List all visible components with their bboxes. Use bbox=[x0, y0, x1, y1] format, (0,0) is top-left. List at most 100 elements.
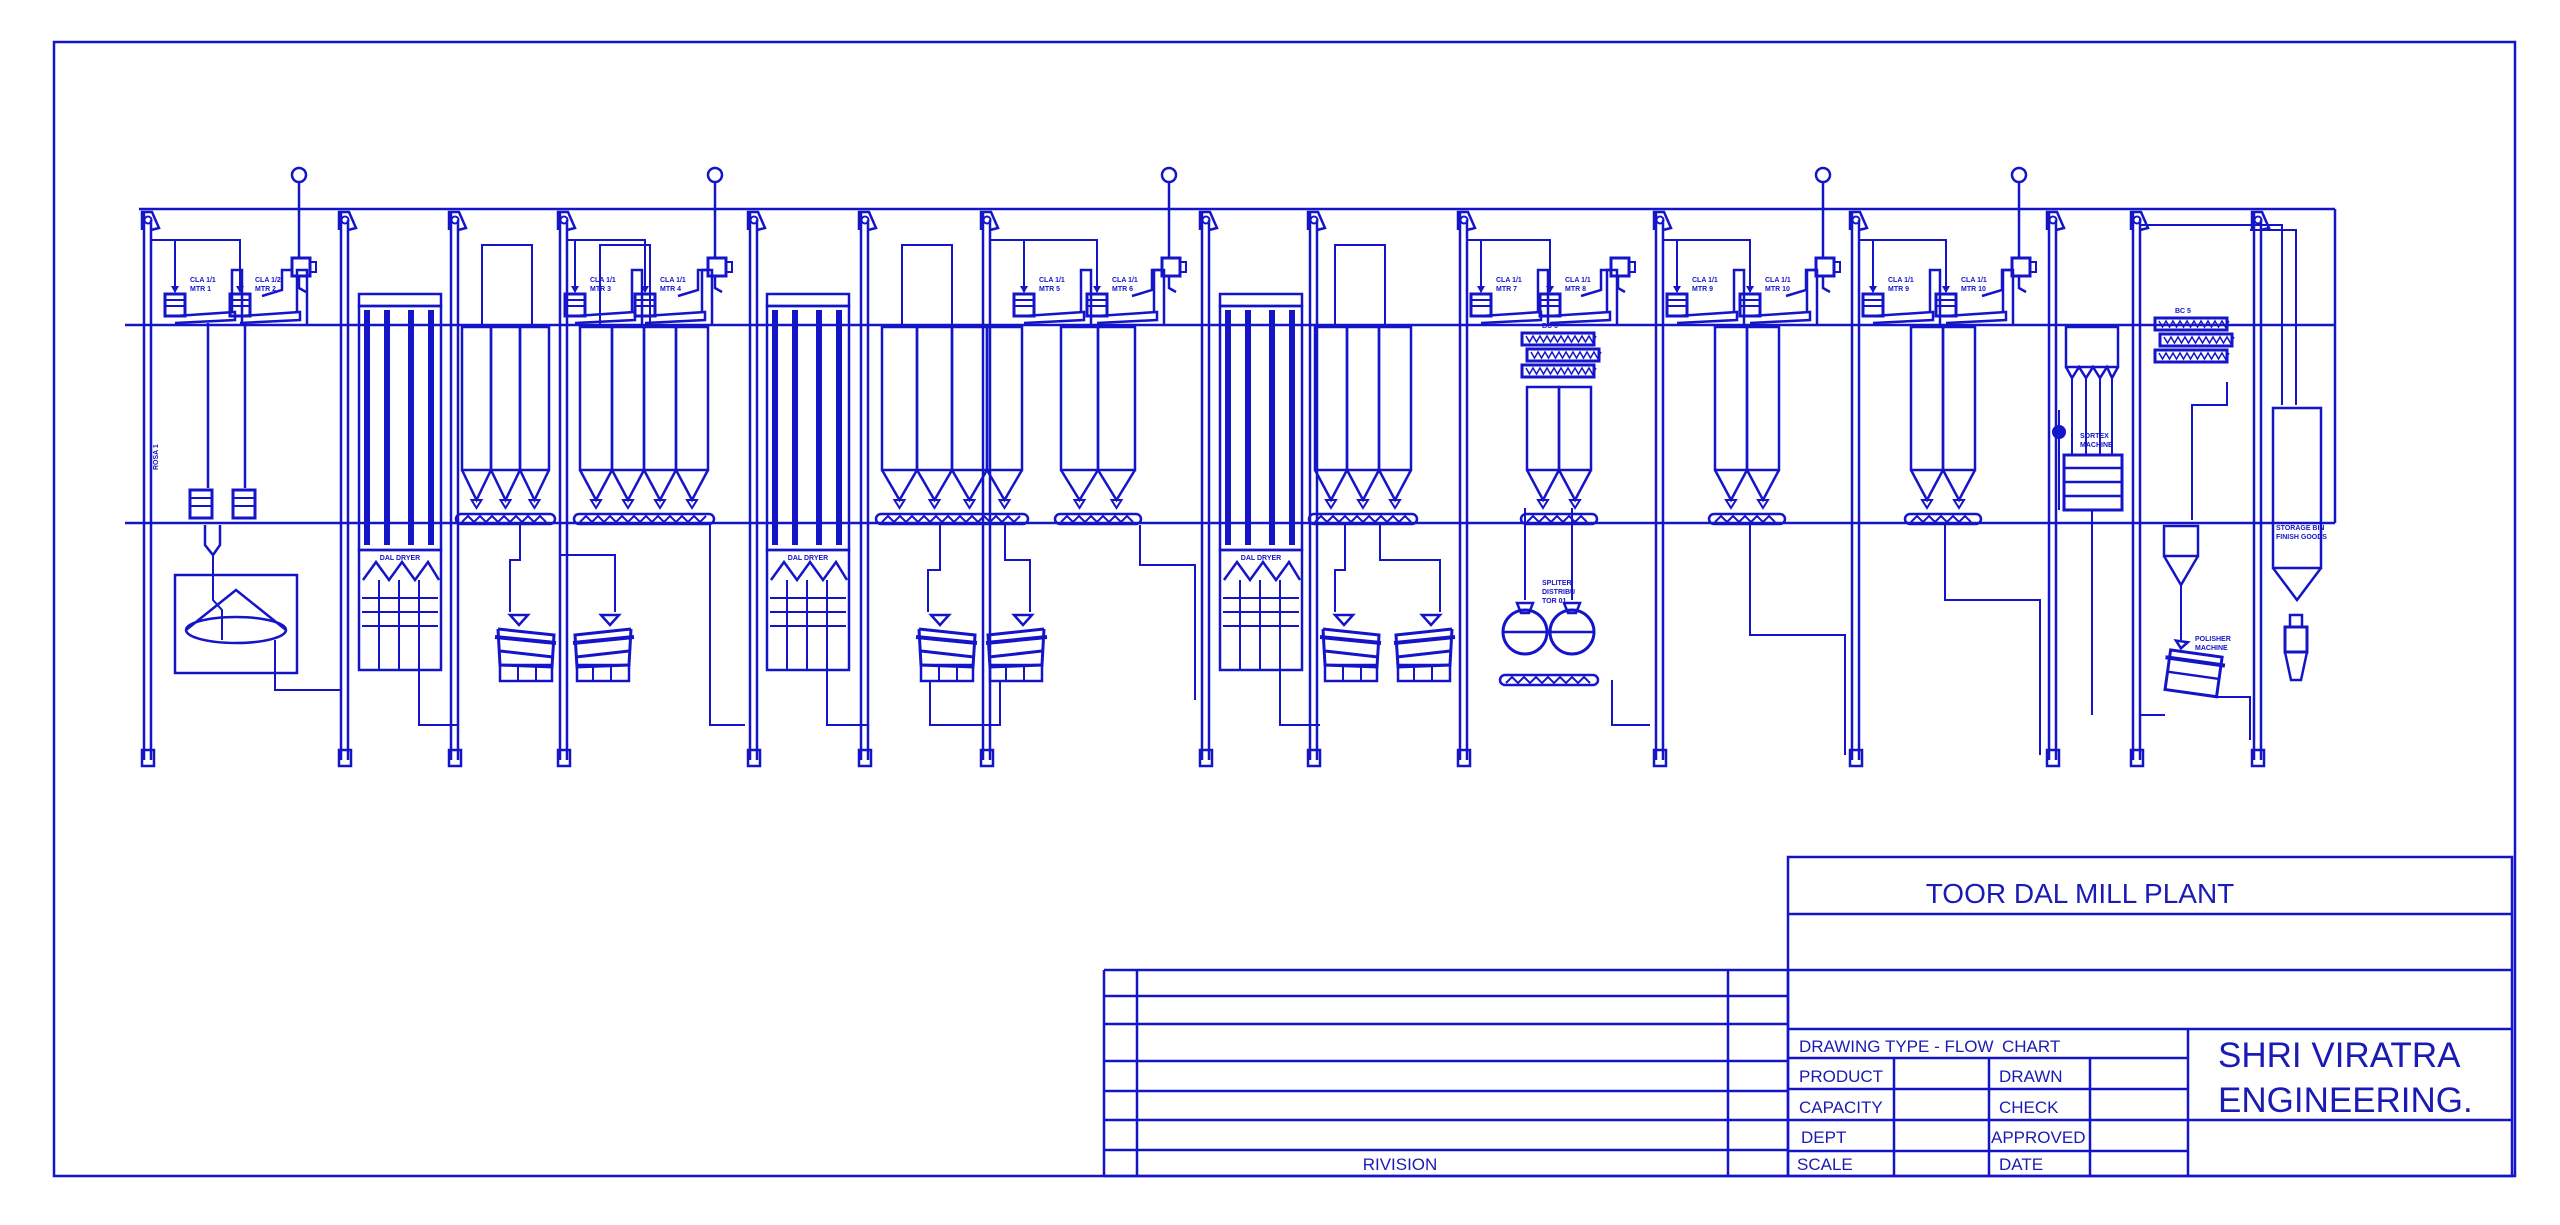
bucket-elevator bbox=[746, 210, 767, 768]
grader-body bbox=[494, 613, 557, 683]
polisher-deck bbox=[2167, 670, 2220, 681]
grader-frame bbox=[917, 627, 977, 669]
storage-bin bbox=[1313, 325, 1349, 472]
valve-icon bbox=[1568, 499, 1582, 510]
cleaner-label: CLA 1/2 bbox=[255, 277, 281, 284]
fan-body bbox=[2010, 256, 2032, 278]
bin-cone bbox=[674, 469, 710, 503]
grader-body bbox=[572, 613, 635, 683]
storage-bin bbox=[2271, 406, 2323, 570]
belt-conveyor-stack: BC 5 bbox=[2153, 308, 2235, 364]
sortex-hopper bbox=[2064, 325, 2120, 369]
polisher-machine bbox=[2163, 638, 2226, 699]
conveyor-flight bbox=[881, 514, 1021, 524]
storage-bin bbox=[1941, 325, 1977, 472]
storage-bin-group bbox=[874, 325, 1030, 526]
grader-body bbox=[915, 613, 978, 683]
pipe-line bbox=[481, 244, 533, 327]
cleaner-label: MTR 1 bbox=[190, 286, 211, 293]
grader-inlet bbox=[928, 613, 952, 627]
bucket-elevator bbox=[337, 210, 358, 768]
cleaner-outlet bbox=[1732, 268, 1746, 325]
conveyor-teeth bbox=[2163, 335, 2235, 345]
elevator-pulley bbox=[1459, 215, 1469, 225]
feed-line bbox=[567, 239, 646, 292]
valve-icon bbox=[962, 499, 977, 510]
grader-base bbox=[1323, 663, 1379, 683]
arrow-icon bbox=[1673, 286, 1681, 293]
cleaner-label: MTR 2 bbox=[255, 286, 276, 293]
fan-body bbox=[706, 256, 728, 278]
pipe-line bbox=[2215, 696, 2251, 740]
feed-line bbox=[151, 239, 241, 292]
arrow-icon bbox=[1869, 286, 1877, 293]
capacity-label: CAPACITY bbox=[1799, 1098, 1883, 1117]
cleaner-outlet bbox=[1928, 268, 1942, 325]
cleaner-outlet bbox=[1605, 268, 1619, 325]
feed-line bbox=[990, 239, 1098, 292]
conveyor-flight bbox=[1060, 514, 1134, 524]
elevator-pulley bbox=[982, 215, 992, 225]
valve-icon bbox=[469, 499, 484, 510]
cleaner-deck bbox=[1872, 310, 1935, 325]
title-block-frame bbox=[1786, 855, 2514, 1178]
feed-line bbox=[990, 239, 1025, 292]
elevator-head bbox=[2045, 210, 2066, 232]
hulling-section: ROSA 1 bbox=[153, 323, 341, 691]
arrow-icon bbox=[171, 286, 179, 293]
polisher-label: MACHINE bbox=[2195, 645, 2228, 652]
pipe-line bbox=[1004, 525, 1031, 612]
pipe-line bbox=[599, 244, 651, 327]
elevator-head bbox=[857, 210, 878, 232]
grader-inlet bbox=[1332, 613, 1356, 627]
duct bbox=[1821, 276, 1831, 294]
grader-machine bbox=[494, 613, 557, 683]
conveyor-casing bbox=[1903, 512, 1983, 526]
grader-deck bbox=[1393, 635, 1456, 645]
aspiration-fan bbox=[1981, 166, 2037, 298]
pipe-line bbox=[709, 525, 745, 726]
grader-base bbox=[575, 663, 631, 683]
cleaner-label: CLA 1/1 bbox=[1961, 277, 1987, 284]
cleaner-outlet bbox=[230, 268, 244, 325]
elevator-head bbox=[1306, 210, 1327, 232]
valve-icon bbox=[1324, 499, 1338, 510]
grader-inlet bbox=[507, 613, 531, 627]
storage-bin-group bbox=[1903, 325, 1983, 526]
duct bbox=[1167, 276, 1177, 294]
grader-deck bbox=[575, 649, 630, 659]
elevator-pulley bbox=[559, 215, 569, 225]
elevator-head bbox=[447, 210, 468, 232]
cleaner-deck bbox=[644, 310, 707, 325]
cleaner-outlet bbox=[295, 268, 309, 325]
grader-base bbox=[988, 663, 1044, 683]
storage-bin bbox=[880, 325, 919, 472]
grader-inlet bbox=[1011, 613, 1035, 627]
cleaner-deck bbox=[239, 310, 302, 325]
storage-bin bbox=[1059, 325, 1100, 472]
cleaner-label: MTR 9 bbox=[1692, 286, 1713, 293]
cleaner-outlet bbox=[1805, 268, 1819, 325]
cleaner-label: CLA 1/1 bbox=[1112, 277, 1138, 284]
pipe-line bbox=[1749, 525, 1846, 755]
grader-deck bbox=[988, 649, 1043, 659]
cleaner-deck bbox=[1945, 310, 2008, 325]
mixer-box bbox=[173, 573, 299, 675]
storage-label: STORAGE BIN bbox=[2276, 525, 2325, 532]
grader-body bbox=[1393, 613, 1456, 683]
storage-bin bbox=[518, 325, 551, 472]
packing-head bbox=[2288, 613, 2304, 629]
cleaner-deck bbox=[1023, 310, 1086, 325]
cleaner-label: CLA 1/1 bbox=[660, 277, 686, 284]
valve-icon bbox=[498, 499, 513, 510]
storage-bin bbox=[1909, 325, 1945, 472]
elevator-pulley bbox=[1309, 215, 1319, 225]
sortex-chutes bbox=[2064, 364, 2120, 381]
cleaner-deck bbox=[1096, 310, 1159, 325]
bucket-elevator bbox=[857, 210, 878, 768]
conveyor-flight bbox=[1505, 675, 1591, 685]
approved-label: APPROVED bbox=[1991, 1128, 2085, 1147]
feed-line bbox=[1859, 239, 1874, 292]
